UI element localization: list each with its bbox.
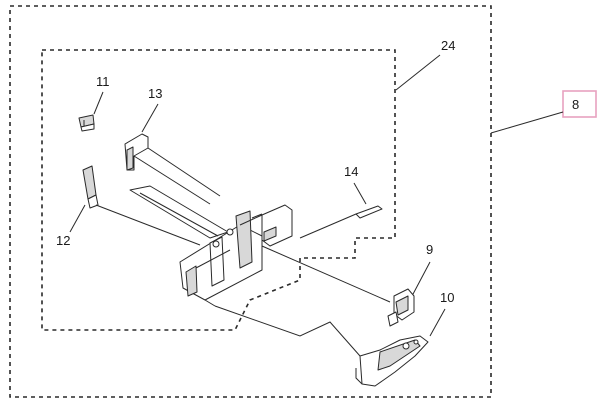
guide-rail — [129, 185, 229, 239]
callout-14-leader — [353, 182, 367, 205]
part-13-bracket — [124, 133, 221, 205]
part-10-lever — [355, 335, 429, 387]
callout-9-label: 9 — [426, 242, 433, 257]
assembly-line-to-9 — [261, 245, 391, 303]
callout-11-label: 11 — [96, 74, 110, 89]
assembly-line-to-10 — [214, 305, 361, 357]
callout-14-label: 14 — [344, 164, 358, 179]
callout-24-leader — [395, 54, 441, 91]
callout-8-leader — [490, 111, 564, 134]
outer-assembly-boundary — [9, 5, 492, 398]
callout-8-label: 8 — [572, 97, 579, 112]
part-12-link — [82, 165, 201, 246]
callout-11-leader — [93, 91, 104, 115]
callout-12-leader — [69, 204, 86, 233]
part-9-latch — [387, 288, 415, 327]
callout-8-box — [562, 90, 597, 118]
part-11-clip — [78, 114, 95, 132]
callout-10-leader — [429, 308, 446, 337]
callout-10-label: 10 — [440, 290, 454, 305]
callout-13-leader — [141, 103, 159, 133]
main-bracket — [179, 204, 293, 307]
callout-12-label: 12 — [56, 233, 70, 248]
part-14-plate — [299, 205, 383, 239]
callout-9-leader — [411, 261, 431, 297]
callout-24-label: 24 — [441, 38, 455, 53]
callout-13-label: 13 — [148, 86, 162, 101]
inner-subassembly-boundary — [41, 49, 396, 331]
